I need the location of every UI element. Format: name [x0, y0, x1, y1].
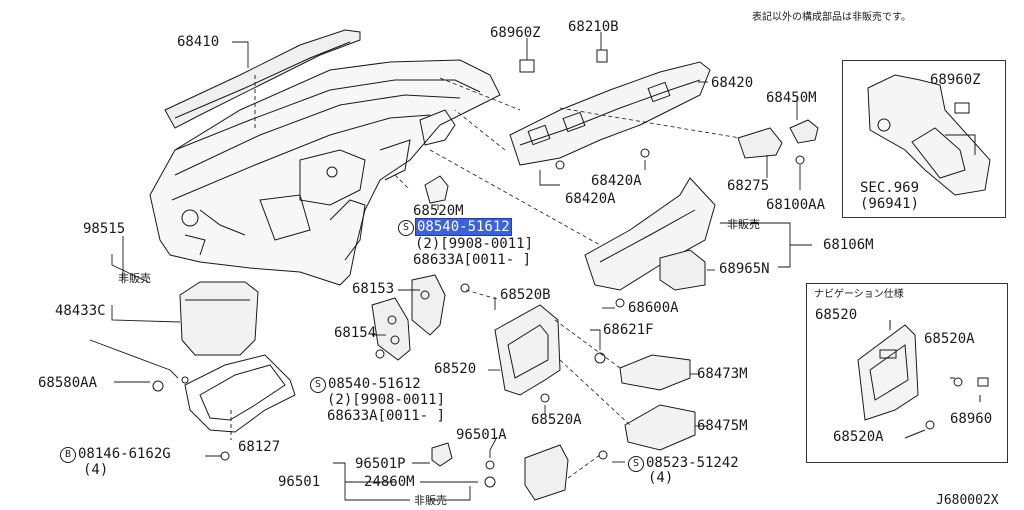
- part-label-98515[interactable]: 98515: [83, 221, 126, 237]
- part-label-68410[interactable]: 68410: [177, 34, 220, 50]
- clip-68960Z: [519, 59, 535, 73]
- not-for-sale-3: 非販売: [414, 494, 447, 507]
- screw-qty-2b: 68633A[0011- ]: [327, 408, 446, 424]
- header-note: 表記以外の構成部品は非販売です。: [752, 12, 911, 23]
- screw-qty-2a: (2)[9908-0011]: [327, 392, 446, 408]
- part-label-96501[interactable]: 96501: [278, 474, 321, 490]
- part-label-68450M[interactable]: 68450M: [766, 90, 817, 106]
- brackets-68153-68154: [371, 274, 446, 361]
- part-label-68473M[interactable]: 68473M: [697, 366, 748, 382]
- part-label-68621F[interactable]: 68621F: [603, 322, 654, 338]
- part-label-68520B[interactable]: 68520B: [500, 287, 551, 303]
- cup-68450M: [789, 119, 819, 144]
- part-label-48433C[interactable]: 48433C: [55, 303, 106, 319]
- screws: [152, 148, 805, 488]
- not-for-sale-1: 非販売: [118, 272, 151, 285]
- part-label-68210B[interactable]: 68210B: [568, 19, 619, 35]
- inset-sec-label-68960Z[interactable]: 68960Z: [930, 72, 981, 88]
- inset-navi-title: ナビゲーション仕様: [814, 289, 904, 300]
- center-console-bracket: [509, 61, 711, 166]
- switch-assembly: [431, 442, 569, 501]
- screw-code-highlight: 08540-51612: [415, 218, 512, 236]
- screw-qty-1a: (2)[9908-0011]: [415, 236, 534, 252]
- inset-sec-ref: SEC.969: [860, 180, 920, 196]
- part-label-68420[interactable]: 68420: [711, 75, 754, 91]
- part-label-96501A[interactable]: 96501A: [456, 427, 507, 443]
- inset-sec-box: [842, 60, 1006, 218]
- pocket-68475M: [624, 404, 696, 451]
- diagram-code: J680002X: [936, 493, 999, 508]
- part-label-68520[interactable]: 68520: [434, 361, 477, 377]
- inset-navi-label-68520A-2[interactable]: 68520A: [833, 429, 884, 445]
- part-label-68965N[interactable]: 68965N: [719, 261, 770, 277]
- part-label-68275[interactable]: 68275: [727, 178, 770, 194]
- bracket-68127: [184, 354, 296, 433]
- dashed-guides: [394, 77, 741, 479]
- inset-navi-drawing: [857, 320, 989, 439]
- dash-top-pad: [164, 29, 361, 129]
- inset-sec-drawing: [867, 74, 991, 196]
- part-label-68420A-2[interactable]: 68420A: [565, 191, 616, 207]
- screw-symbol-icon: S: [398, 220, 414, 236]
- part-label-68960Z[interactable]: 68960Z: [490, 25, 541, 41]
- part-label-68520A[interactable]: 68520A: [531, 412, 582, 428]
- airbag-module: [179, 281, 259, 356]
- inset-navi-box: [806, 283, 1008, 463]
- part-label-68153[interactable]: 68153: [352, 281, 395, 297]
- part-label-68127[interactable]: 68127: [238, 439, 281, 455]
- part-label-68520M[interactable]: 68520M: [413, 203, 464, 219]
- screw-qty-1b: 68633A[0011- ]: [413, 252, 532, 268]
- inset-navi-label-68960[interactable]: 68960: [950, 411, 993, 427]
- part-label-68106M[interactable]: 68106M: [823, 237, 874, 253]
- part-label-68154[interactable]: 68154: [334, 325, 377, 341]
- part-label-68100AA[interactable]: 68100AA: [766, 197, 826, 213]
- bolt-qty: (4): [83, 462, 109, 478]
- leader-lines: [89, 32, 812, 501]
- part-label-68420A-1[interactable]: 68420A: [591, 173, 642, 189]
- part-label-24860M[interactable]: 24860M: [364, 474, 415, 490]
- inset-navi-label-68520[interactable]: 68520: [815, 307, 858, 323]
- inset-navi-label-68520A-1[interactable]: 68520A: [924, 331, 975, 347]
- center-bezel: [494, 304, 561, 396]
- clip-68210B: [596, 49, 608, 63]
- part-label-68600A[interactable]: 68600A: [628, 300, 679, 316]
- bolt-symbol-icon: B: [60, 447, 76, 463]
- part-label-68580AA[interactable]: 68580AA: [38, 375, 98, 391]
- grille-68520M: [424, 175, 449, 204]
- part-label-68475M[interactable]: 68475M: [697, 418, 748, 434]
- storage-box: [659, 249, 706, 291]
- dashboard-panel: [149, 59, 501, 286]
- screw-symbol-icon-2: S: [310, 377, 326, 393]
- screw-qty-3: (4): [648, 470, 674, 486]
- screw-symbol-icon-3: S: [628, 456, 644, 472]
- part-label-96501P[interactable]: 96501P: [355, 456, 406, 472]
- not-for-sale-2: 非販売: [727, 218, 760, 231]
- lower-cover: [584, 177, 716, 291]
- vent-68275: [737, 127, 783, 159]
- inset-sec-ref-sub: (96941): [860, 196, 920, 212]
- tray-68473M: [619, 354, 691, 391]
